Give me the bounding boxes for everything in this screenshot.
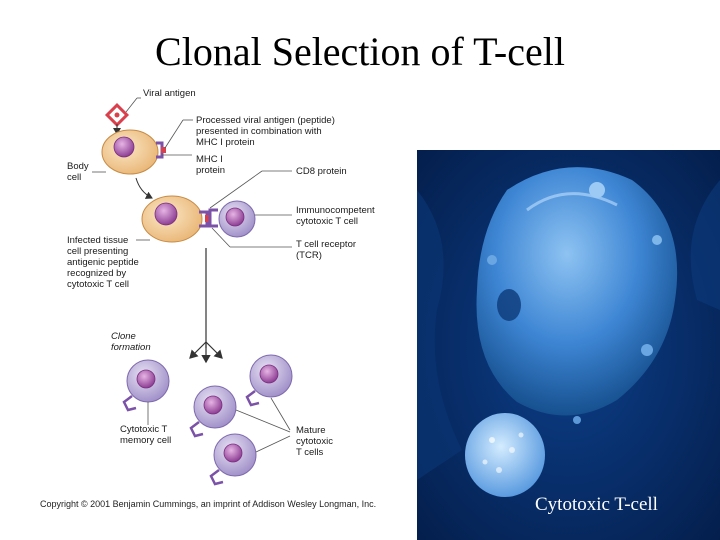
svg-text:Mature: Mature bbox=[296, 425, 326, 436]
label-processed-antigen: Processed viral antigen (peptide) presen… bbox=[196, 115, 335, 148]
label-clone-formation: Clone formation bbox=[111, 331, 151, 353]
svg-text:MHC I protein: MHC I protein bbox=[196, 137, 255, 148]
svg-text:antigenic peptide: antigenic peptide bbox=[67, 257, 139, 268]
memory-t-cell bbox=[122, 359, 170, 412]
mature-t-cell-2 bbox=[245, 354, 293, 407]
infected-tissue-cell bbox=[141, 195, 203, 243]
tcr-binding-icon bbox=[199, 208, 218, 228]
viral-antigen-icon bbox=[104, 102, 130, 128]
body-cell bbox=[101, 129, 159, 175]
label-tcr: T cell receptor (TCR) bbox=[296, 239, 356, 261]
t-cell-micrograph bbox=[417, 150, 720, 540]
svg-text:Immunocompetent: Immunocompetent bbox=[296, 205, 375, 216]
slide-title: Clonal Selection of T-cell bbox=[155, 29, 565, 74]
svg-text:protein: protein bbox=[196, 165, 225, 176]
mature-t-cell-3 bbox=[209, 433, 257, 486]
svg-text:Infected tissue: Infected tissue bbox=[67, 235, 128, 246]
mature-t-cell-1 bbox=[189, 385, 237, 438]
svg-text:memory cell: memory cell bbox=[120, 435, 171, 446]
svg-text:cell: cell bbox=[67, 172, 81, 183]
svg-text:Clone: Clone bbox=[111, 331, 136, 342]
svg-text:cytotoxic: cytotoxic bbox=[296, 436, 333, 447]
svg-text:recognized by: recognized by bbox=[67, 268, 126, 279]
svg-text:T cell receptor: T cell receptor bbox=[296, 239, 356, 250]
svg-text:Body: Body bbox=[67, 161, 89, 172]
label-body-cell: Body cell bbox=[67, 161, 89, 183]
clonal-selection-diagram: Viral antigen Processed viral antigen (p… bbox=[67, 88, 375, 486]
label-mature-cells: Mature cytotoxic T cells bbox=[296, 425, 333, 458]
svg-text:cytotoxic T cell: cytotoxic T cell bbox=[67, 279, 129, 290]
label-viral-antigen: Viral antigen bbox=[143, 88, 196, 99]
svg-text:(TCR): (TCR) bbox=[296, 250, 322, 261]
label-infected-cell: Infected tissue cell presenting antigeni… bbox=[67, 235, 139, 290]
svg-text:Processed viral antigen (pepti: Processed viral antigen (peptide) bbox=[196, 115, 335, 126]
label-mhc-protein: MHC I protein bbox=[196, 154, 225, 176]
label-immunocompetent: Immunocompetent cytotoxic T cell bbox=[296, 205, 375, 227]
svg-text:Cytotoxic T: Cytotoxic T bbox=[120, 424, 168, 435]
svg-text:MHC I: MHC I bbox=[196, 154, 223, 165]
label-memory-cell: Cytotoxic T memory cell bbox=[120, 424, 171, 446]
svg-text:T cells: T cells bbox=[296, 447, 324, 458]
svg-text:cytotoxic T cell: cytotoxic T cell bbox=[296, 216, 358, 227]
label-cd8-protein: CD8 protein bbox=[296, 166, 347, 177]
svg-text:presented in combination with: presented in combination with bbox=[196, 126, 322, 137]
cytotoxic-t-cell bbox=[218, 200, 256, 238]
svg-text:cell presenting: cell presenting bbox=[67, 246, 128, 257]
photo-caption: Cytotoxic T-cell bbox=[535, 494, 658, 515]
svg-text:formation: formation bbox=[111, 342, 151, 353]
mhc-protein-icon bbox=[156, 141, 166, 159]
copyright-text: Copyright © 2001 Benjamin Cummings, an i… bbox=[40, 499, 377, 509]
